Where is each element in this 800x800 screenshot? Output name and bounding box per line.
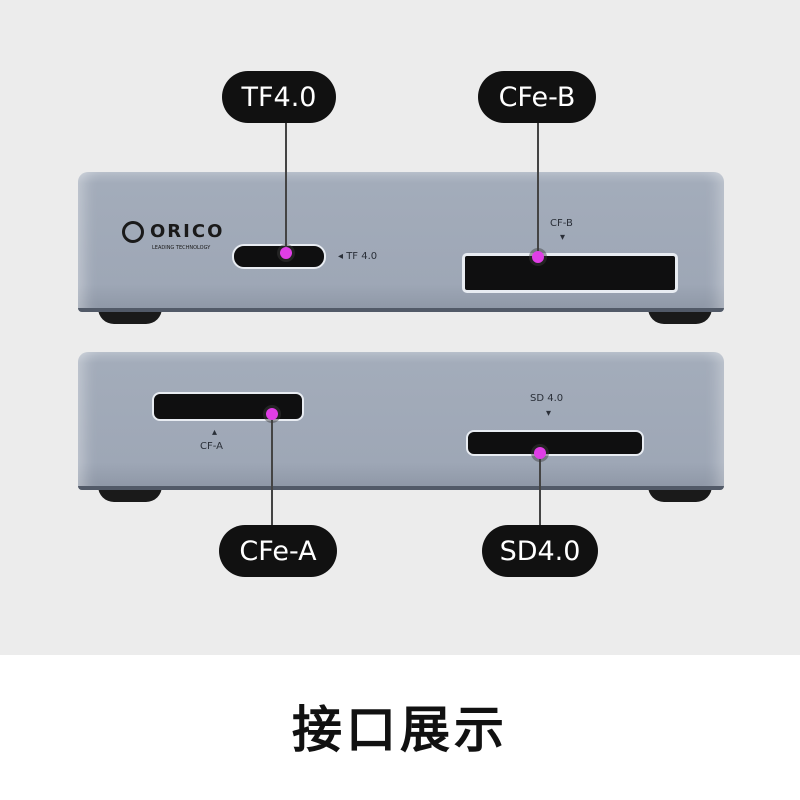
cf-a-label: CF-A [200, 441, 223, 452]
callout-line [271, 414, 273, 528]
background [0, 0, 800, 655]
tf-marker-dot [280, 247, 292, 259]
page-title: 接口展示 [292, 701, 508, 759]
card-reader-bottom-view [78, 352, 724, 490]
arrow-down-icon: ▾ [560, 232, 566, 243]
device-foot [648, 308, 712, 324]
sd-marker-dot [534, 447, 546, 459]
tf-label: ◂ TF 4.0 [338, 251, 378, 262]
cf-b-label: CF-B [550, 218, 573, 229]
cf-a-slot [152, 392, 304, 421]
logo-tagline: LEADING TECHNOLOGY [152, 245, 211, 251]
logo-brand: ORICO [150, 221, 225, 242]
sd-slot [466, 430, 644, 456]
orico-logo: ORICO LEADING TECHNOLOGY [122, 220, 224, 251]
callout-line [285, 120, 287, 254]
cfe-b-callout: CFe-B [478, 71, 596, 123]
sd-label: SD 4.0 [530, 393, 564, 404]
sd-callout: SD4.0 [482, 525, 598, 577]
cfe-b-marker-dot [532, 251, 544, 263]
arrow-down-icon: ▾ [546, 408, 552, 419]
cf-b-slot [462, 253, 678, 293]
cfe-a-callout: CFe-A [219, 525, 337, 577]
device-foot [98, 308, 162, 324]
tf-slot [232, 244, 326, 269]
arrow-up-icon: ▴ [212, 427, 218, 438]
callout-line [539, 453, 541, 529]
tf-callout: TF4.0 [222, 71, 336, 123]
callout-line [537, 120, 539, 258]
orico-logo-icon [122, 221, 144, 243]
device-foot [98, 486, 162, 502]
device-foot [648, 486, 712, 502]
cfe-a-marker-dot [266, 408, 278, 420]
